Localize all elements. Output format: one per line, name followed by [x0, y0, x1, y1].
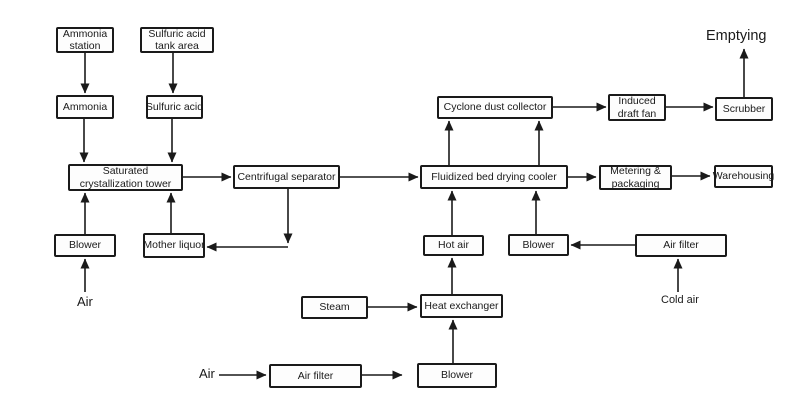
node-label: Induced draft fan: [617, 95, 657, 120]
label-emptying: Emptying: [706, 28, 767, 44]
node-air-filter-right: Air filter: [635, 234, 727, 257]
node-sulfuric-acid-tank-area: Sulfuric acid tank area: [140, 27, 214, 53]
node-label: Blower: [522, 238, 555, 251]
node-blower-mid: Blower: [508, 234, 569, 256]
node-warehousing: Warehousing: [712, 165, 775, 188]
node-label: Mother liquor: [143, 239, 205, 252]
node-ammonia-station: Ammonia station: [56, 27, 114, 53]
node-cyclone-dust-collector: Cyclone dust collector: [437, 96, 553, 119]
node-steam: Steam: [301, 296, 368, 319]
node-label: Blower: [440, 369, 474, 382]
node-air-filter-bottom: Air filter: [269, 364, 362, 388]
node-label: Ammonia station: [62, 27, 108, 52]
label-air-left: Air: [77, 294, 93, 309]
node-metering-packaging: Metering & packaging: [599, 165, 672, 190]
node-mother-liquor: Mother liquor: [143, 233, 205, 258]
node-heat-exchanger: Heat exchanger: [420, 294, 503, 318]
node-label: Metering & packaging: [610, 165, 661, 190]
node-label: Sulfuric acid tank area: [148, 27, 206, 52]
node-label: Sulfuric acid: [145, 100, 204, 113]
node-saturated-crystallization-tower: Saturated crystallization tower: [68, 164, 183, 191]
node-sulfuric-acid: Sulfuric acid: [146, 95, 203, 119]
node-label: Air filter: [663, 239, 699, 252]
node-ammonia: Ammonia: [56, 95, 114, 119]
node-label: Warehousing: [712, 170, 775, 183]
node-label: Scrubber: [722, 102, 766, 115]
node-label: Steam: [319, 301, 350, 314]
node-induced-draft-fan: Induced draft fan: [608, 94, 666, 121]
node-blower-left: Blower: [54, 234, 116, 257]
node-label: Hot air: [438, 239, 469, 252]
node-label: Fluidized bed drying cooler: [431, 170, 557, 183]
node-label: Blower: [68, 239, 102, 252]
node-label: Cyclone dust collector: [443, 101, 547, 114]
label-air-bottom: Air: [199, 366, 215, 381]
node-label: Ammonia: [62, 100, 108, 113]
node-label: Heat exchanger: [424, 299, 499, 312]
label-cold-air: Cold air: [661, 294, 699, 306]
node-blower-bottom: Blower: [417, 363, 497, 388]
node-fluidized-bed-drying-cooler: Fluidized bed drying cooler: [420, 165, 568, 189]
node-centrifugal-separator: Centrifugal separator: [233, 165, 340, 189]
node-scrubber: Scrubber: [715, 97, 773, 121]
node-hot-air: Hot air: [423, 235, 484, 256]
node-label: Saturated crystallization tower: [79, 165, 172, 190]
node-label: Centrifugal separator: [237, 170, 336, 183]
node-label: Air filter: [297, 369, 334, 382]
